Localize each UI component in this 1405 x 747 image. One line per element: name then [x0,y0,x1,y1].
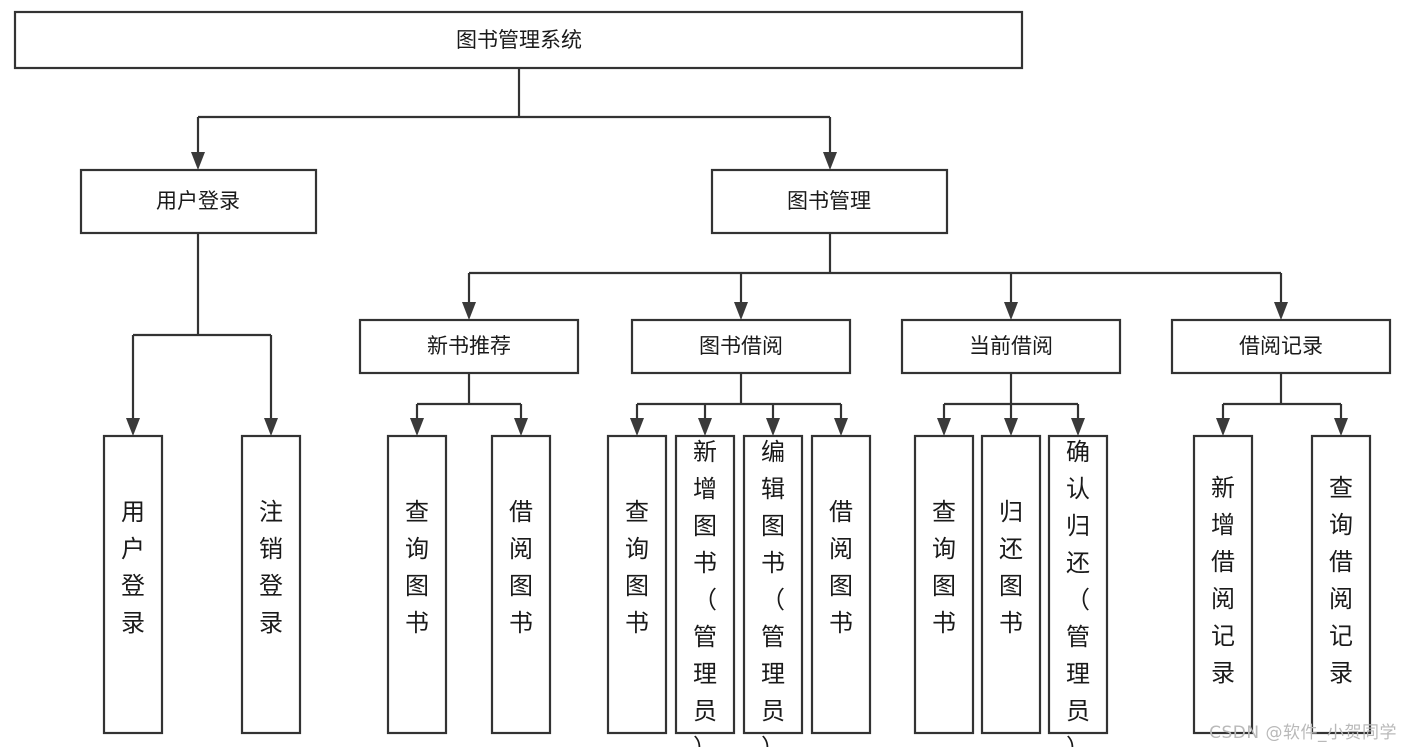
leaf-node-user-login[interactable]: 用户登录 [102,434,164,735]
node-current-borrow-label: 当前借阅 [969,334,1053,358]
leaf-node-borrow-lend-box[interactable] [810,434,872,735]
leaf-node-user-login-label: 用户登录 [121,498,145,637]
node-new-book-recommend[interactable]: 新书推荐 [358,318,580,375]
leaf-node-current-return-box[interactable] [980,434,1042,735]
leaf-node-current-confirm[interactable]: 确认归还（管理员） [1047,434,1109,747]
arrowhead-currentborrow-leaf3 [1071,418,1085,436]
node-current-borrow-box[interactable] [900,318,1122,375]
arrowhead-bookborrow [734,302,748,320]
node-book-management[interactable]: 图书管理 [710,168,949,235]
arrowhead-bookborrow-leaf3 [766,418,780,436]
leaf-node-newbook-borrow[interactable]: 借阅图书 [490,434,552,735]
leaf-node-borrow-edit-box[interactable] [742,434,804,735]
leaf-node-borrow-lend-label: 借阅图书 [829,498,853,637]
arrowhead-borrowrecord-leaf1 [1216,418,1230,436]
leaf-node-record-add-box[interactable] [1192,434,1254,735]
leaf-node-logout-label: 注销登录 [259,498,283,637]
node-current-borrow[interactable]: 当前借阅 [900,318,1122,375]
leaf-node-borrow-add-box[interactable] [674,434,736,735]
connectors-userlogin [126,233,278,436]
leaf-node-borrow-add-label: 新增图书（管理员） [693,438,717,747]
leaf-node-current-return[interactable]: 归还图书 [980,434,1042,735]
node-user-login-label: 用户登录 [156,189,240,213]
leaf-node-user-login-box[interactable] [102,434,164,735]
connectors-bookborrow [630,373,848,436]
leaf-node-borrow-add[interactable]: 新增图书（管理员） [674,434,736,747]
leaf-node-borrow-lend[interactable]: 借阅图书 [810,434,872,735]
node-book-borrow[interactable]: 图书借阅 [630,318,852,375]
leaf-node-current-query-label: 查询图书 [932,498,956,637]
leaf-node-newbook-borrow-box[interactable] [490,434,552,735]
node-borrow-record-label: 借阅记录 [1239,334,1323,358]
arrowhead-userlogin [191,152,205,170]
node-root-box[interactable] [13,10,1024,70]
leaf-node-record-add[interactable]: 新增借阅记录 [1192,434,1254,735]
arrowhead-borrowrecord [1274,302,1288,320]
node-new-book-recommend-label: 新书推荐 [427,334,511,358]
leaf-node-newbook-borrow-label: 借阅图书 [509,498,533,637]
connectors-bookmgmt [462,233,1288,320]
leaf-node-newbook-query-box[interactable] [386,434,448,735]
arrowhead-bookborrow-leaf2 [698,418,712,436]
connectors-currentborrow [937,373,1085,436]
leaf-node-current-query-box[interactable] [913,434,975,735]
leaf-node-current-confirm-box[interactable] [1047,434,1109,735]
leaf-node-record-query-label: 查询借阅记录 [1329,474,1353,687]
leaf-node-borrow-query-label: 查询图书 [625,498,649,637]
node-book-management-box[interactable] [710,168,949,235]
node-root-label: 图书管理系统 [456,28,582,52]
arrowhead-leaf-logout [264,418,278,436]
leaf-node-logout[interactable]: 注销登录 [240,434,302,735]
node-root[interactable]: 图书管理系统 [13,10,1024,70]
leaf-node-borrow-edit[interactable]: 编辑图书（管理员） [742,434,804,747]
arrowhead-borrowrecord-leaf2 [1334,418,1348,436]
arrowhead-newbook-leaf2 [514,418,528,436]
node-new-book-recommend-box[interactable] [358,318,580,375]
arrowhead-bookborrow-leaf4 [834,418,848,436]
arrowhead-currentborrow [1004,302,1018,320]
node-book-borrow-box[interactable] [630,318,852,375]
arrowhead-currentborrow-leaf1 [937,418,951,436]
node-borrow-record[interactable]: 借阅记录 [1170,318,1392,375]
arrowhead-bookborrow-leaf1 [630,418,644,436]
arrowhead-newbook-leaf1 [410,418,424,436]
arrowhead-bookmgmt [823,152,837,170]
leaf-node-current-return-label: 归还图书 [999,498,1023,637]
node-borrow-record-box[interactable] [1170,318,1392,375]
leaf-node-current-query[interactable]: 查询图书 [913,434,975,735]
leaf-node-record-query[interactable]: 查询借阅记录 [1310,434,1372,735]
leaf-node-logout-box[interactable] [240,434,302,735]
leaf-node-borrow-query-box[interactable] [606,434,668,735]
leaf-node-newbook-query-label: 查询图书 [405,498,429,637]
leaf-node-current-confirm-label: 确认归还（管理员） [1066,438,1090,747]
arrowhead-newbook [462,302,476,320]
node-user-login-box[interactable] [79,168,318,235]
connectors-root [191,68,837,170]
leaf-node-borrow-edit-label: 编辑图书（管理员） [761,438,785,747]
node-book-borrow-label: 图书借阅 [699,334,783,358]
arrowhead-leaf-user-login [126,418,140,436]
connectors-borrowrecord [1216,373,1348,436]
leaf-node-newbook-query[interactable]: 查询图书 [386,434,448,735]
node-user-login[interactable]: 用户登录 [79,168,318,235]
connectors-newbook [410,373,528,436]
leaf-node-record-add-label: 新增借阅记录 [1211,474,1235,687]
arrowhead-currentborrow-leaf2 [1004,418,1018,436]
leaf-node-record-query-box[interactable] [1310,434,1372,735]
leaf-node-borrow-query[interactable]: 查询图书 [606,434,668,735]
node-book-management-label: 图书管理 [787,189,871,213]
